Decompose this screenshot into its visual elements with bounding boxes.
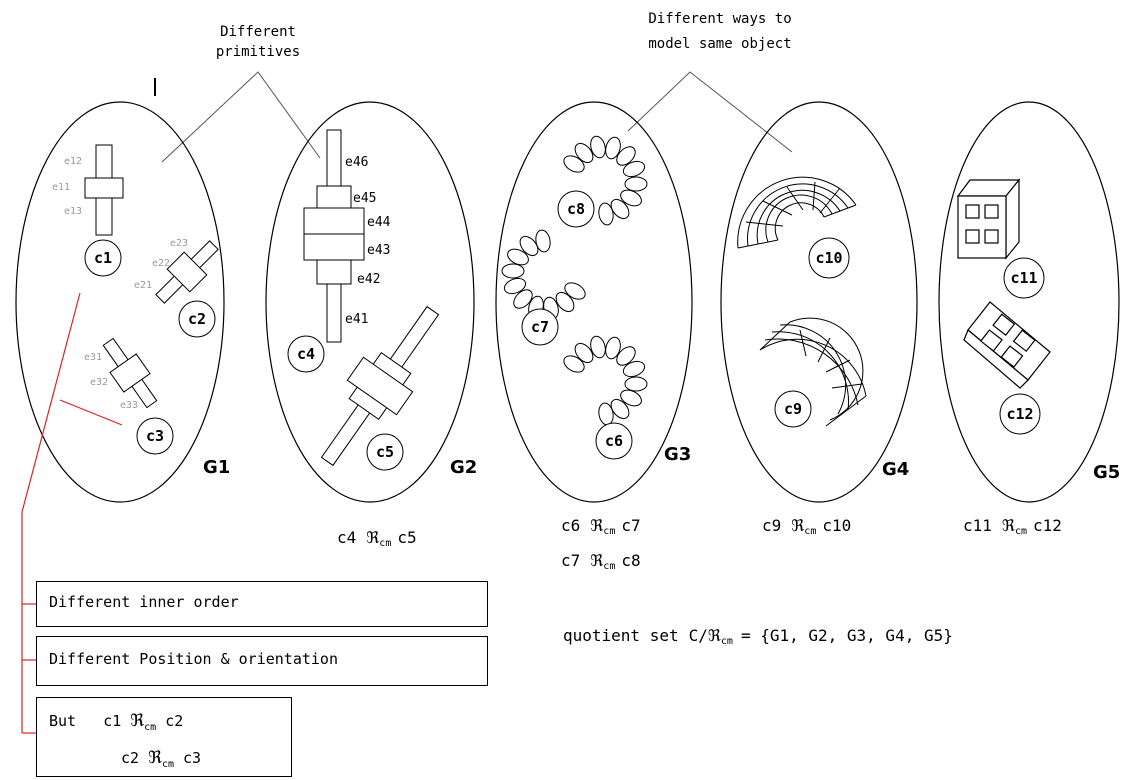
note-inner-order-text: Different inner order <box>49 593 239 611</box>
note-position: Different Position & orientation <box>36 636 488 686</box>
component-c6: c6 <box>595 422 633 460</box>
component-label-c2: c2 <box>188 310 206 328</box>
group-label-g3: G3 <box>664 444 691 465</box>
c2-shape <box>155 240 219 304</box>
group-label-g2: G2 <box>450 457 477 478</box>
component-c7: c7 <box>521 308 559 346</box>
c7-shape <box>501 229 586 320</box>
group-label-g4: G4 <box>882 459 909 480</box>
annotation-ways-line1: Different ways to <box>648 11 791 27</box>
c1-shape <box>84 144 124 236</box>
component-label-c9: c9 <box>784 400 802 418</box>
component-label-c5: c5 <box>376 443 394 461</box>
edge-label-e22: e22 <box>152 258 170 269</box>
note-inner-order: Different inner order <box>36 581 488 627</box>
edge-label-e11: e11 <box>52 182 70 193</box>
edge-label-e13: e13 <box>64 206 82 217</box>
component-c10: c10 <box>808 237 850 279</box>
edge-label-e23: e23 <box>170 238 188 249</box>
annotation-ways-line2: model same object <box>648 36 791 52</box>
component-label-c12: c12 <box>1006 405 1033 423</box>
note-position-text: Different Position & orientation <box>49 650 338 668</box>
edge-label-e31: e31 <box>84 352 102 363</box>
annotation-primitives-line1: Different <box>220 24 296 40</box>
component-c5: c5 <box>366 433 404 471</box>
edge-label-e41: e41 <box>345 312 368 327</box>
edge-label-e43: e43 <box>367 243 390 258</box>
component-c9: c9 <box>774 390 812 428</box>
note-but-line2: c2 ℜcm c3 <box>121 748 202 770</box>
edge-label-e42: e42 <box>357 272 380 287</box>
c9-shape <box>759 317 867 427</box>
ways-pointer <box>627 71 793 153</box>
c8-shape <box>563 135 648 226</box>
c5-shape <box>320 305 440 467</box>
component-c8: c8 <box>557 190 595 228</box>
component-label-c6: c6 <box>605 432 623 450</box>
edge-label-e21: e21 <box>134 280 152 291</box>
edge-label-e32: e32 <box>90 377 108 388</box>
c12-shape <box>963 301 1051 389</box>
edge-label-e46: e46 <box>345 155 368 170</box>
group-ellipse-g5 <box>938 101 1120 503</box>
edge-label-e33: e33 <box>120 400 138 411</box>
primitives-pointer <box>161 71 321 163</box>
component-c11: c11 <box>1003 257 1045 299</box>
c3-shape <box>102 337 158 409</box>
component-c1: c1 <box>84 239 122 277</box>
group-ellipse-g1 <box>15 101 225 503</box>
c10-shape <box>737 176 857 249</box>
red-bracket <box>21 292 123 734</box>
edge-label-e44: e44 <box>367 215 391 230</box>
group-ellipse-g3 <box>495 101 693 503</box>
component-label-c8: c8 <box>567 200 585 218</box>
component-c12: c12 <box>999 393 1041 435</box>
component-c3: c3 <box>136 417 174 455</box>
component-label-c1: c1 <box>94 249 112 267</box>
group-label-g5: G5 <box>1093 462 1120 483</box>
component-label-c10: c10 <box>815 249 842 267</box>
group-ellipse-g4 <box>720 101 918 503</box>
c4-shape <box>303 129 365 343</box>
c6-shape <box>563 335 648 426</box>
note-but: But c1 ℜcm c2 c2 ℜcm c3 <box>36 697 292 777</box>
edge-label-e12: e12 <box>64 156 82 167</box>
note-but-line1: But c1 ℜcm c2 <box>49 711 184 733</box>
component-c2: c2 <box>178 300 216 338</box>
group-ellipse-g2 <box>265 101 475 503</box>
component-label-c4: c4 <box>297 345 315 363</box>
edge-label-e45: e45 <box>353 191 376 206</box>
c11-shape <box>956 178 1021 260</box>
component-label-c11: c11 <box>1010 269 1037 287</box>
component-label-c7: c7 <box>531 318 549 336</box>
component-label-c3: c3 <box>146 427 164 445</box>
component-c4: c4 <box>287 335 325 373</box>
annotation-primitives-line2: primitives <box>216 44 300 60</box>
group-label-g1: G1 <box>203 457 230 478</box>
